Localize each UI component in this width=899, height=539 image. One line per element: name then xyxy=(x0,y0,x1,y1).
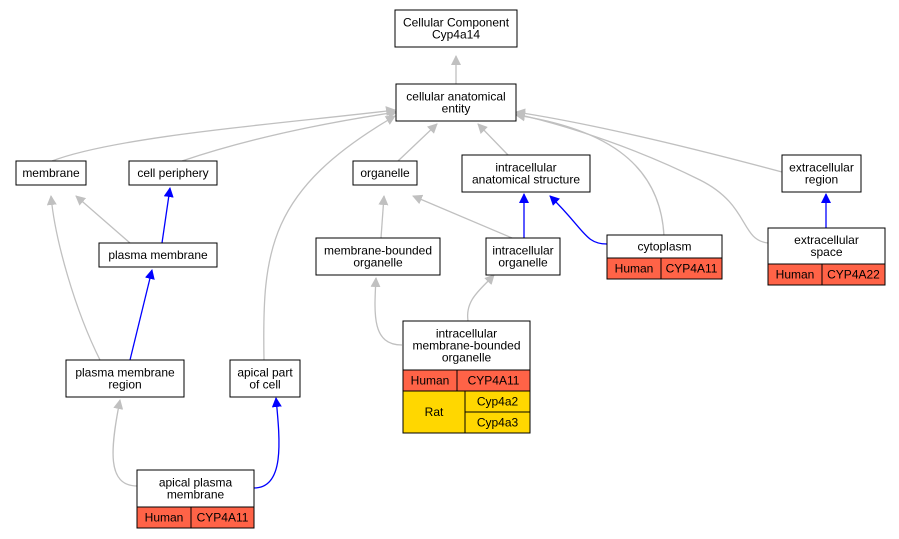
node-label-line: organelle xyxy=(498,256,548,270)
node-membrane[interactable]: membrane xyxy=(15,160,87,186)
node-label-line: organelle xyxy=(360,166,410,180)
node-label-line: extracellular xyxy=(789,161,854,175)
node-plasma-membrane[interactable]: plasma membrane xyxy=(98,242,218,268)
species-cell-human: Human xyxy=(402,369,458,392)
edge-plasma-membrane-to-membrane xyxy=(75,195,131,244)
gene-cell-cyp4a2[interactable]: Cyp4a2 xyxy=(464,390,531,413)
node-label-line: anatomical structure xyxy=(472,173,580,187)
edge-apical-part-to-cae xyxy=(263,115,396,361)
gene-label: CYP4A11 xyxy=(666,262,718,276)
node-label-line: intracellular xyxy=(495,161,556,175)
species-cell-human: Human xyxy=(606,257,662,280)
edge-cytoplasm-to-cae xyxy=(515,111,665,237)
gene-cell-cyp4a22[interactable]: CYP4A22 xyxy=(821,263,886,286)
node-label-line: membrane-bounded xyxy=(324,244,432,258)
edge-intracellular-organelle-to-organelle xyxy=(412,194,513,239)
node-label-line: region xyxy=(805,173,838,187)
node-label-line: membrane-bounded xyxy=(412,339,520,353)
node-label-line: space xyxy=(810,245,842,259)
node-label-line: cell periphery xyxy=(137,166,208,180)
edge-cytoplasm-to-ias xyxy=(549,195,608,245)
edge-pmr-to-plasma-membrane xyxy=(129,269,155,361)
edge-membrane-to-cae xyxy=(51,106,396,162)
edge-apm-to-apical-part xyxy=(253,397,282,489)
node-organelle[interactable]: organelle xyxy=(352,160,418,186)
node-label-line: extracellular xyxy=(794,233,859,247)
gene-cell-cyp4a11[interactable]: CYP4A11 xyxy=(190,506,255,529)
edge-imbo-to-mbo xyxy=(370,277,403,346)
node-label-line: plasma membrane xyxy=(108,248,208,262)
edge-apm-to-pmr xyxy=(112,399,138,487)
species-label: Human xyxy=(145,511,184,525)
edge-cell-periphery-to-cae xyxy=(181,108,398,162)
node-label-line: intracellular xyxy=(436,327,497,341)
edge-imbo-to-intracellular-organelle xyxy=(467,274,495,322)
node-label-line: organelle xyxy=(442,351,492,365)
node-label-line: cytoplasm xyxy=(637,240,691,254)
node-cell-periphery[interactable]: cell periphery xyxy=(128,160,218,186)
gene-label: CYP4A22 xyxy=(827,268,880,282)
node-label-line: Cyp4a14 xyxy=(432,28,480,42)
edge-mbo-to-organelle xyxy=(378,195,389,239)
gene-cell-cyp4a3[interactable]: Cyp4a3 xyxy=(464,411,531,434)
edge-extracellular-space-to-cae xyxy=(515,111,769,244)
node-label-line: cellular anatomical xyxy=(406,90,505,104)
gene-cell-cyp4a11[interactable]: CYP4A11 xyxy=(456,369,531,392)
edge-ias-to-cae xyxy=(477,123,509,156)
edge-organelle-to-cae xyxy=(397,123,438,162)
node-label-line: Cellular Component xyxy=(403,16,510,30)
species-label: Human xyxy=(615,262,654,276)
node-label-line: membrane xyxy=(22,166,80,180)
gene-label: CYP4A11 xyxy=(197,511,249,525)
gene-label: Cyp4a2 xyxy=(477,395,519,409)
species-label: Human xyxy=(776,268,815,282)
edge-pmr-to-membrane xyxy=(46,195,101,361)
species-label: Human xyxy=(411,374,450,388)
species-label: Rat xyxy=(425,405,444,419)
edge-extracellular-region-to-cae xyxy=(515,108,783,173)
node-label-line: organelle xyxy=(353,256,403,270)
node-label-line: entity xyxy=(442,102,471,116)
node-intracellular-membrane-bounded-organelle[interactable]: intracellularmembrane-boundedorganelleHu… xyxy=(402,320,531,434)
species-cell-rat: Rat xyxy=(402,390,466,434)
node-label-line: intracellular xyxy=(492,244,553,258)
gene-cell-cyp4a11[interactable]: CYP4A11 xyxy=(660,257,723,280)
node-label-line: membrane xyxy=(167,488,225,502)
gene-label: Cyp4a3 xyxy=(477,416,519,430)
node-label-line: apical part xyxy=(237,366,293,380)
species-cell-human: Human xyxy=(136,506,192,529)
edges-layer xyxy=(46,55,831,489)
edge-plasma-membrane-to-cell-periphery xyxy=(161,187,174,244)
node-label-line: apical plasma xyxy=(159,476,233,490)
node-label-line: of cell xyxy=(249,378,280,392)
gene-label: CYP4A11 xyxy=(468,374,520,388)
node-label-line: region xyxy=(108,378,141,392)
node-label-line: plasma membrane xyxy=(75,366,175,380)
species-cell-human: Human xyxy=(767,263,823,286)
